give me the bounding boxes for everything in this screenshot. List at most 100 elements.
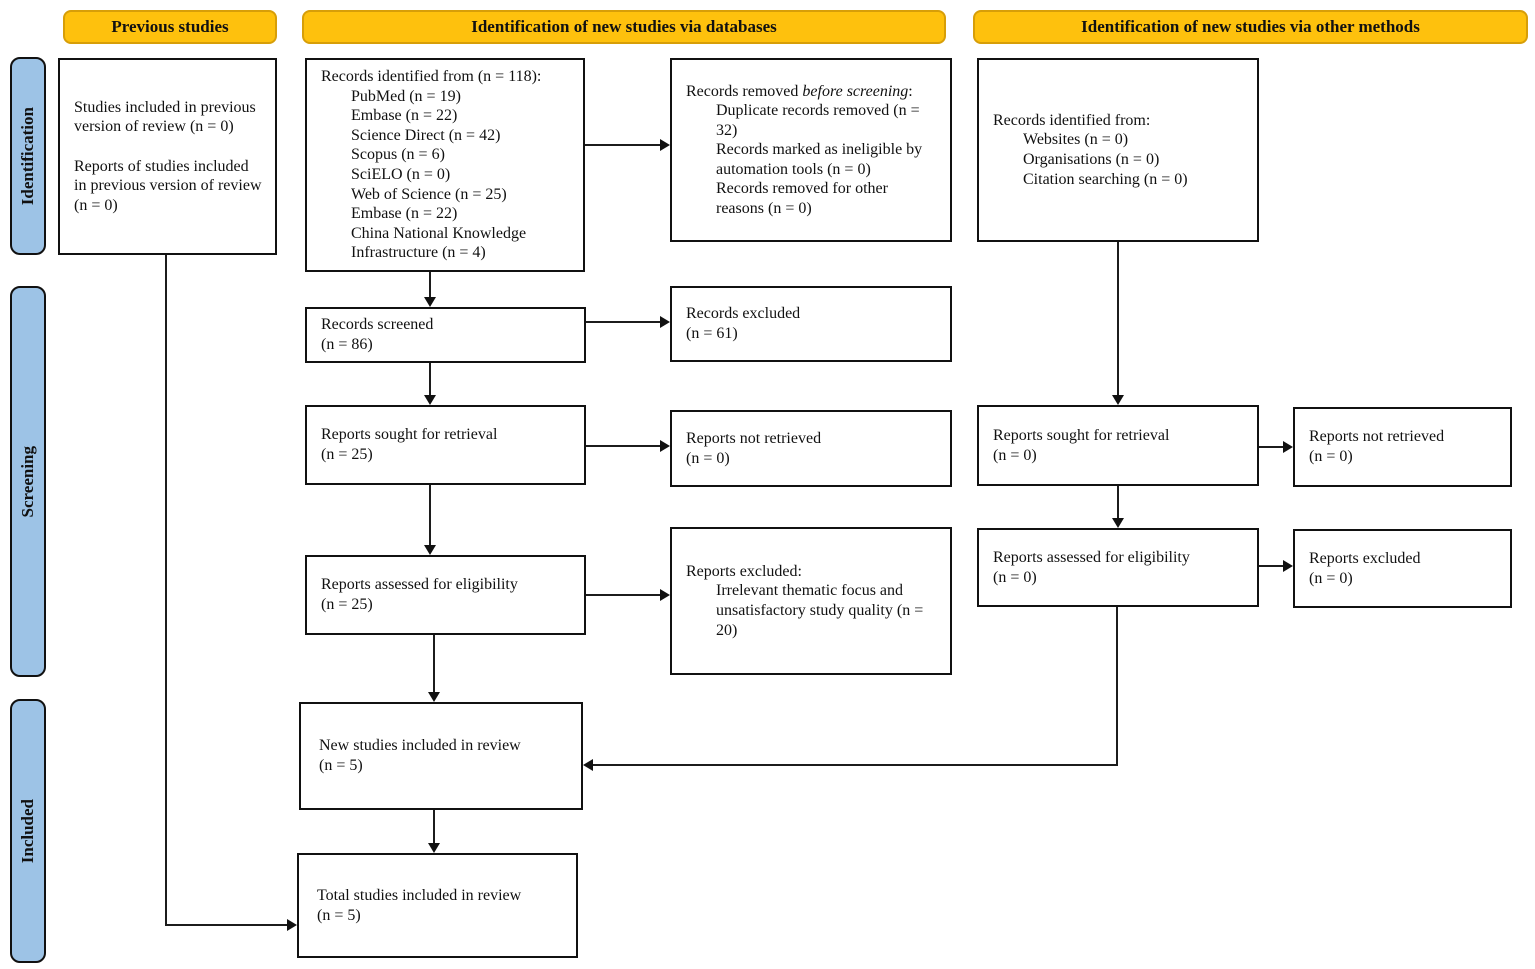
reports-not-retrieved-db-label: Reports not retrieved [686,429,822,447]
spacer [74,137,263,157]
arrowhead-down-icon [424,545,436,555]
reports-assessed-other-label: Reports assessed for eligibility [993,548,1190,566]
box-reports-sought-other: Reports sought for retrieval (n = 0) [977,405,1259,486]
stage-included-text: Included [18,798,37,864]
connector-other-sought-to-not-retrieved [1259,446,1283,448]
reports-assessed-other-count: (n = 0) [993,568,1037,586]
arrowhead-right-icon [1283,560,1293,572]
new-studies-label: New studies included in review [319,737,521,755]
other-identified-title: Records identified from: [993,111,1151,129]
header-previous-studies: Previous studies [63,10,277,44]
box-reports-sought-databases: Reports sought for retrieval (n = 25) [305,405,586,485]
reports-sought-other-count: (n = 0) [993,446,1037,464]
box-records-excluded: Records excluded (n = 61) [670,286,952,362]
connector-identified-to-removed [585,144,660,146]
stage-label-included: Included [10,699,46,963]
connector-identified-to-screened [429,272,431,297]
connector-other-assessed-vertical [1116,607,1118,766]
records-removed-title-suffix: : [908,82,913,100]
db-item: Scopus (n = 6) [351,146,445,164]
connector-screened-to-sought [429,363,431,395]
connector-screened-to-excluded [586,321,660,323]
box-total-studies-included: Total studies included in review (n = 5) [297,853,578,958]
records-screened-count: (n = 86) [321,336,373,353]
box-reports-not-retrieved-databases: Reports not retrieved (n = 0) [670,410,952,487]
connector-new-to-total-studies [433,810,435,843]
arrowhead-down-icon [424,395,436,405]
arrowhead-down-icon [428,692,440,702]
arrowhead-right-icon [660,316,670,328]
reports-not-retrieved-db-count: (n = 0) [686,449,730,467]
other-item: Citation searching (n = 0) [1023,170,1188,188]
arrowhead-down-icon [424,297,436,307]
records-identified-title: Records identified from (n = 118): [321,68,542,86]
header-other-methods-label: Identification of new studies via other … [1081,17,1420,36]
total-studies-label: Total studies included in review [317,886,522,904]
reports-sought-db-count: (n = 25) [321,446,373,463]
records-excluded-count: (n = 61) [686,325,738,342]
stage-label-screening: Screening [10,286,46,677]
header-other-methods: Identification of new studies via other … [973,10,1528,44]
arrowhead-left-icon [583,759,593,771]
reports-sought-db-label: Reports sought for retrieval [321,426,498,444]
box-previous-studies: Studies included in previous version of … [58,58,277,255]
records-removed-title: Records removed before screening: [686,82,938,102]
db-item: Embase (n = 22) [351,107,458,125]
arrowhead-down-icon [428,843,440,853]
stage-identification-text: Identification [18,106,37,206]
box-reports-excluded-other: Reports excluded (n = 0) [1293,529,1512,608]
connector-other-assessed-horizontal [593,764,1118,766]
previous-studies-para1: Studies included in previous version of … [74,98,256,136]
total-studies-count: (n = 5) [317,906,361,924]
db-item: Web of Science (n = 25) [351,185,507,203]
connector-other-sought-to-assessed [1117,486,1119,518]
records-excluded-label: Records excluded [686,305,801,323]
reports-assessed-db-count: (n = 25) [321,596,373,613]
header-previous-studies-label: Previous studies [111,17,229,36]
stage-screening-text: Screening [18,445,37,518]
box-records-removed: Records removed before screening: Duplic… [670,58,952,242]
reports-excluded-other-count: (n = 0) [1309,569,1353,587]
reports-excluded-db-item: Irrelevant thematic focus and unsatisfac… [716,582,924,639]
connector-assessed-to-excluded [586,594,660,596]
db-item: Embase (n = 22) [351,205,458,223]
removed-item: Duplicate records removed (n = 32) [716,102,920,139]
box-new-studies-included: New studies included in review (n = 5) [299,702,583,810]
connector-sought-to-not-retrieved [586,445,660,447]
new-studies-count: (n = 5) [319,757,363,774]
arrowhead-right-icon [660,139,670,151]
removed-item: Records removed for other reasons (n = 0… [716,180,888,217]
box-reports-not-retrieved-other: Reports not retrieved (n = 0) [1293,407,1512,487]
box-records-identified-other: Records identified from: Websites (n = 0… [977,58,1259,242]
db-item: PubMed (n = 19) [351,87,461,105]
other-item: Websites (n = 0) [1023,131,1129,149]
header-databases-label: Identification of new studies via databa… [471,17,777,36]
arrowhead-right-icon [1283,441,1293,453]
previous-studies-para2: Reports of studies included in previous … [74,157,262,214]
connector-other-identified-to-sought [1117,242,1119,395]
connector-previous-studies-vertical [165,255,167,926]
arrowhead-down-icon [1112,395,1124,405]
stage-label-identification: Identification [10,57,46,255]
connector-assessed-to-new-studies [433,635,435,692]
other-item: Organisations (n = 0) [1023,151,1160,168]
box-records-identified-databases: Records identified from (n = 118): PubMe… [305,58,585,272]
box-records-screened: Records screened (n = 86) [305,307,586,363]
arrowhead-right-icon [660,440,670,452]
box-reports-assessed-other: Reports assessed for eligibility (n = 0) [977,528,1259,607]
reports-excluded-db-title: Reports excluded: [686,562,802,580]
db-item: SciELO (n = 0) [351,166,451,183]
connector-sought-to-assessed [429,485,431,545]
arrowhead-down-icon [1112,518,1124,528]
box-reports-assessed-databases: Reports assessed for eligibility (n = 25… [305,555,586,635]
reports-sought-other-label: Reports sought for retrieval [993,426,1170,444]
records-removed-title-prefix: Records removed [686,82,803,100]
box-reports-excluded-databases: Reports excluded: Irrelevant thematic fo… [670,527,952,675]
reports-assessed-db-label: Reports assessed for eligibility [321,576,518,594]
db-item: Science Direct (n = 42) [351,126,501,144]
reports-not-retrieved-other-label: Reports not retrieved [1309,428,1445,446]
db-item: China National Knowledge Infrastructure … [351,224,527,262]
header-databases: Identification of new studies via databa… [302,10,946,44]
arrowhead-right-icon [660,589,670,601]
removed-item: Records marked as ineligible by automati… [716,141,923,178]
